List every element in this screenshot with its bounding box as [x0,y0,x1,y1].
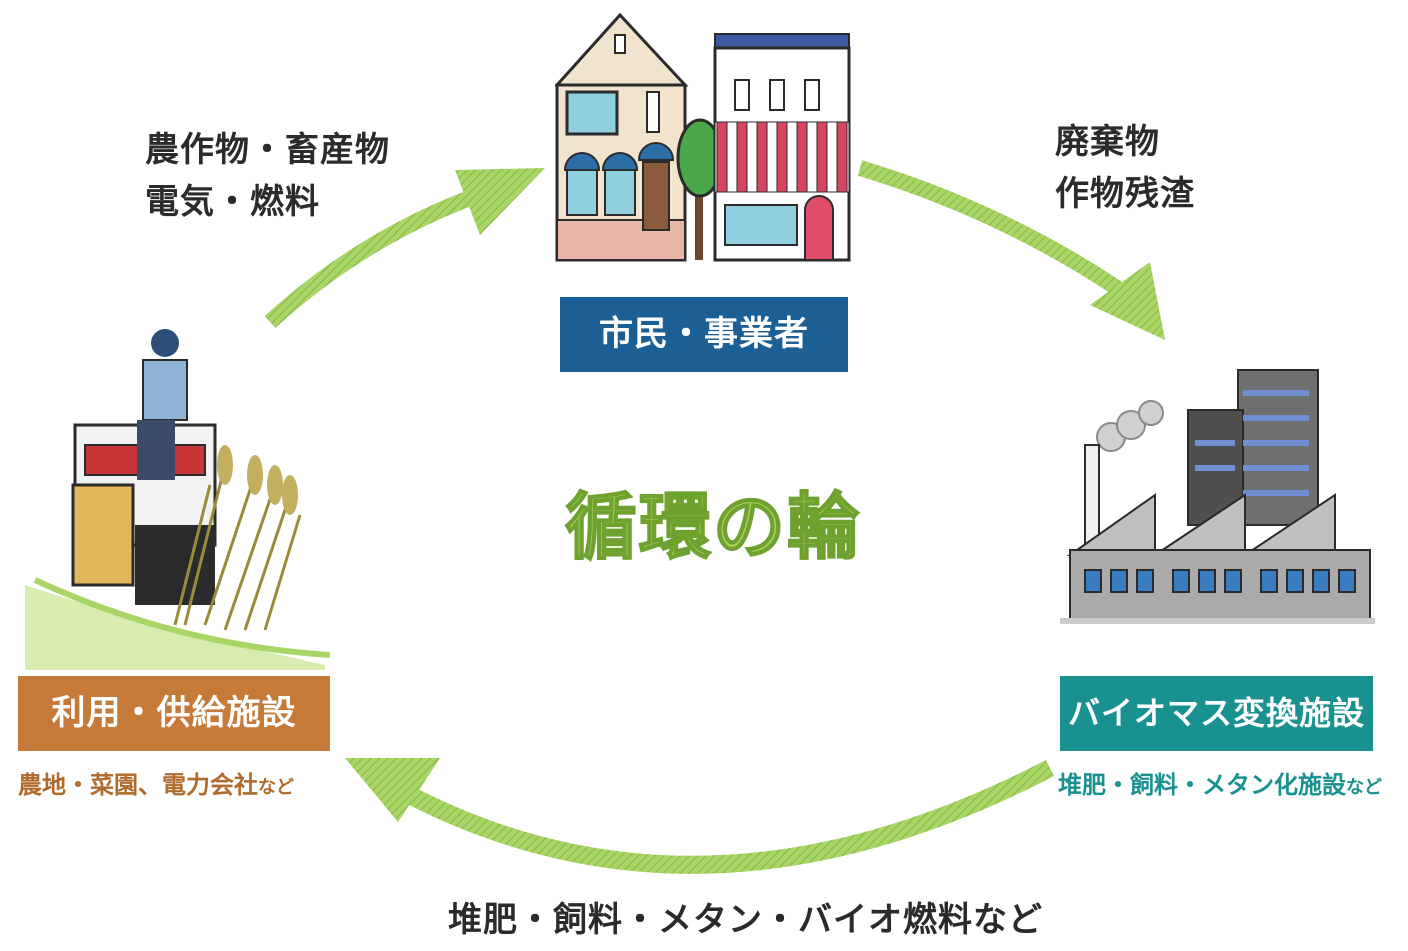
biomass-sub-small: など [1346,777,1382,798]
flow-line: 農作物・畜産物 [145,130,390,170]
biomass-label: バイオマス変換施設 [1060,676,1373,751]
flow-text-products: 農作物・畜産物 電気・燃料 [145,124,390,228]
citizens-label: 市民・事業者 [560,297,848,372]
usage-sublabel: 農地・菜園、電力会社など [18,765,294,800]
biomass-sublabel: 堆肥・飼料・メタン化施設など [1058,765,1382,800]
usage-label: 利用・供給施設 [18,676,330,751]
usage-sub-small: など [258,777,294,798]
flow-line: 作物残渣 [1055,174,1195,214]
arrow-to-citizens [264,168,545,328]
biomass-sub-main: 堆肥・飼料・メタン化施設 [1058,771,1346,799]
arrow-to-biomass [857,160,1165,340]
flow-line: 廃棄物 [1055,122,1160,162]
flow-text-waste: 廃棄物 作物残渣 [1055,116,1195,220]
arrow-to-usage [345,758,1055,874]
cycle-title: 循環の輪 [564,484,862,570]
flow-text-outputs: 堆肥・飼料・メタン・バイオ燃料など [448,900,1043,940]
usage-sub-main: 農地・菜園、電力会社 [18,771,258,799]
factory-illustration [1060,369,1375,624]
flow-line: 電気・燃料 [145,182,320,222]
farmer-harvester-illustration [25,329,331,670]
houses-illustration [555,12,851,262]
